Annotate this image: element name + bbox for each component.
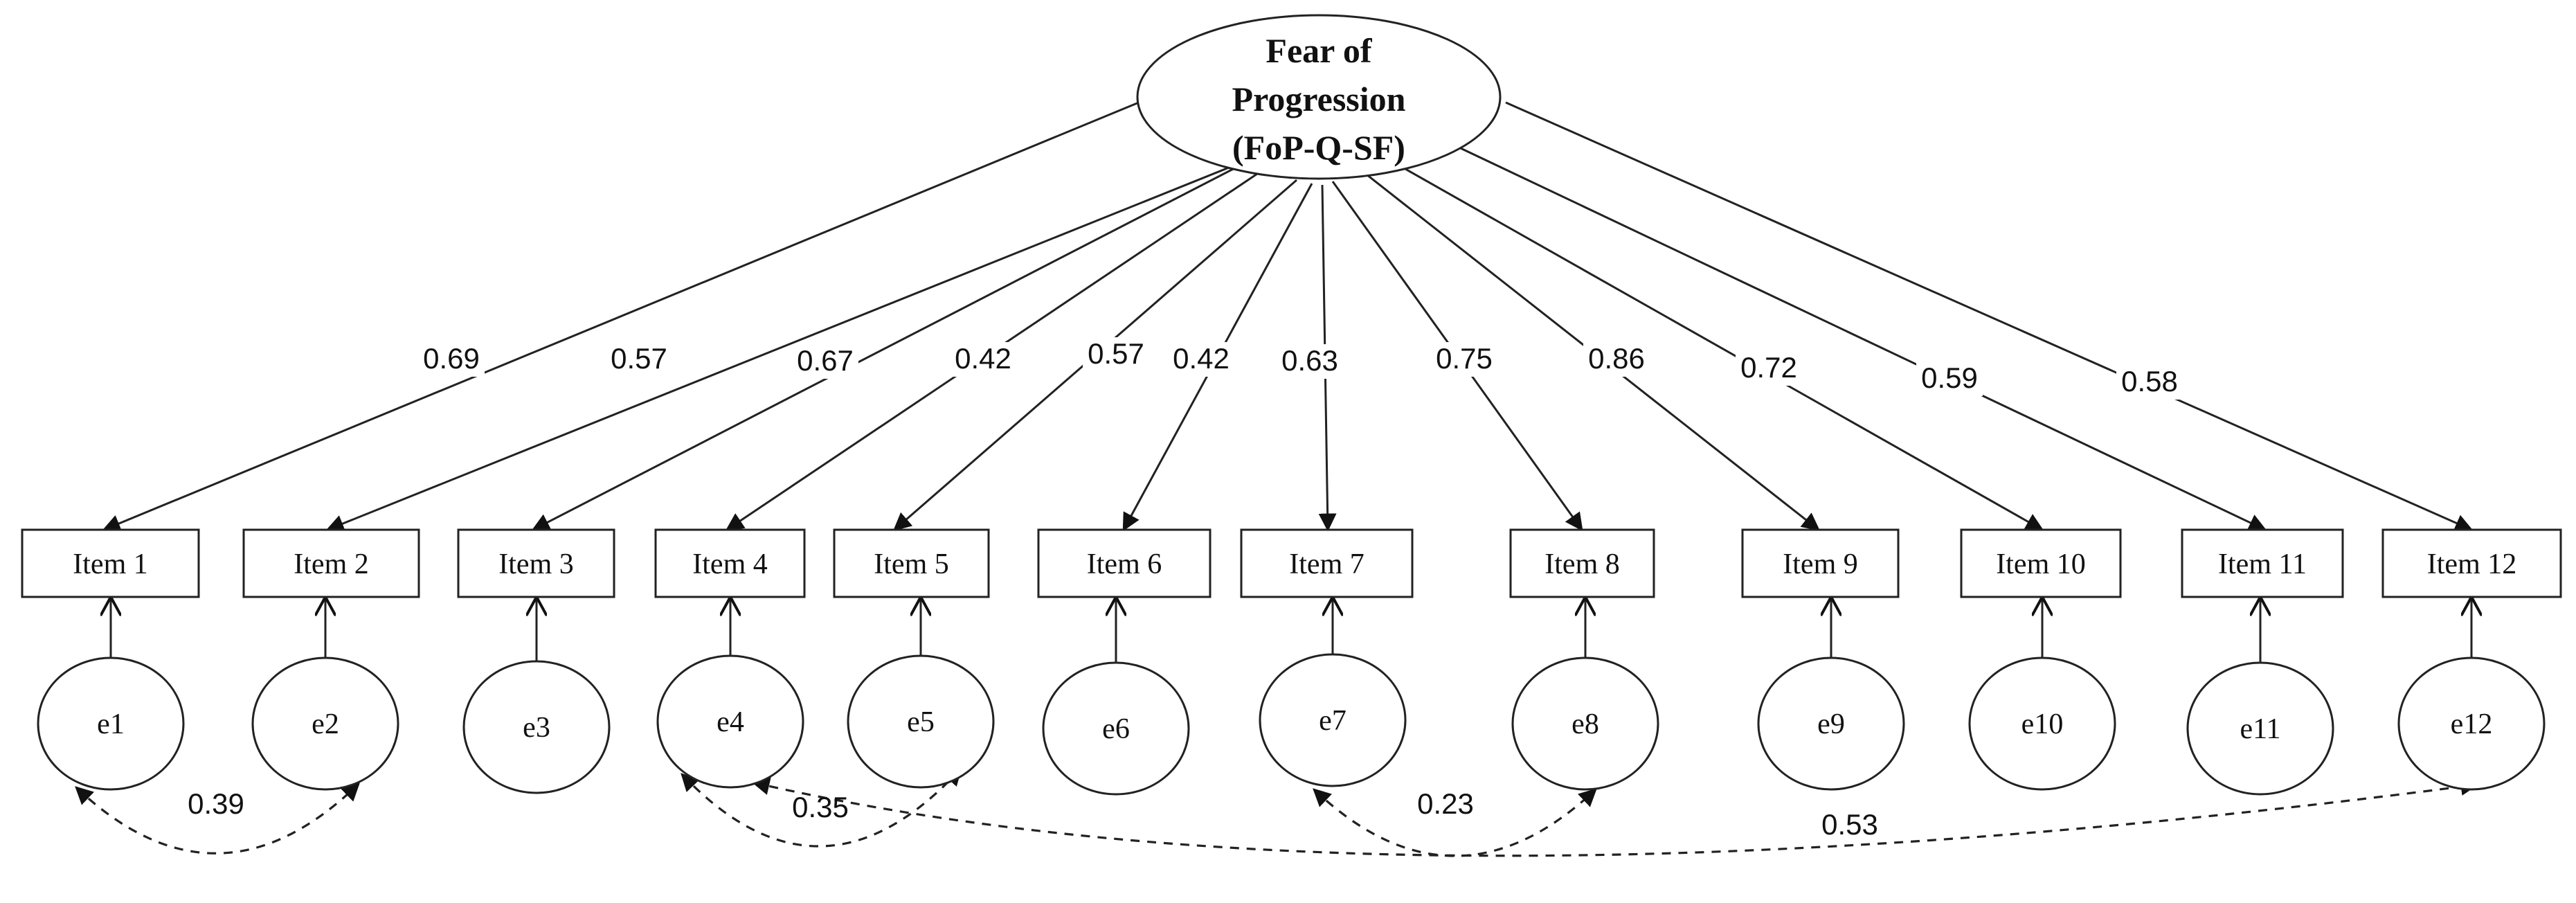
item-label-8: Item 8 xyxy=(1544,548,1619,580)
error-node-11 xyxy=(2186,661,2334,796)
item-label-3: Item 3 xyxy=(498,548,573,580)
loading-value-12: 0.58 xyxy=(2121,365,2178,397)
item-box-10 xyxy=(1960,528,2122,598)
error-node-12 xyxy=(2397,656,2546,791)
loading-value-8: 0.75 xyxy=(1436,342,1493,375)
item-box-11 xyxy=(2181,528,2344,598)
error-label-9: e9 xyxy=(1817,708,1845,740)
covariance-value-e4-e5: 0.35 xyxy=(792,791,849,823)
item-box-5 xyxy=(833,528,990,598)
item-box-3 xyxy=(457,528,615,598)
error-node-9 xyxy=(1757,656,1905,791)
loading-value-6: 0.42 xyxy=(1173,342,1230,375)
covariance-arc-e4-e5 xyxy=(681,767,962,848)
loading-label-bg-9 xyxy=(1583,342,1650,377)
error-node-4 xyxy=(656,654,804,789)
latent-label-line-2: Progression xyxy=(1232,80,1406,118)
latent-label-line-3: (FoP-Q-SF) xyxy=(1232,128,1405,167)
covariance-value-e7-e8: 0.23 xyxy=(1417,787,1474,820)
item-box-7 xyxy=(1240,528,1414,598)
loading-value-5: 0.57 xyxy=(1088,337,1144,370)
loading-path-1 xyxy=(102,101,1140,533)
loading-value-1: 0.69 xyxy=(423,342,480,375)
item-label-11: Item 11 xyxy=(2218,548,2307,580)
covariance-labels: 0.39 0.35 0.23 0.53 xyxy=(188,787,1878,841)
item-box-9 xyxy=(1741,528,1900,598)
item-box-8 xyxy=(1509,528,1655,598)
loading-label-bg-4 xyxy=(950,342,1016,377)
error-label-1: e1 xyxy=(97,708,125,740)
loading-value-3: 0.67 xyxy=(797,344,854,377)
loading-value-4: 0.42 xyxy=(955,342,1011,375)
error-label-7: e7 xyxy=(1319,705,1346,737)
loading-label-bg-7 xyxy=(1277,344,1343,379)
loading-label-bg-6 xyxy=(1168,342,1234,377)
error-node-6 xyxy=(1042,661,1190,796)
item-label-1: Item 1 xyxy=(73,548,147,580)
error-label-4: e4 xyxy=(717,706,744,738)
item-label-12: Item 12 xyxy=(2427,548,2516,580)
error-paths xyxy=(111,597,2471,663)
loading-label-bg-8 xyxy=(1431,342,1497,377)
item-label-9: Item 9 xyxy=(1783,548,1857,580)
loading-labels: 0.69 0.57 0.67 0.42 0.57 0.42 0.63 0.75 0.86 0.72… xyxy=(418,337,2183,400)
error-nodes: e1 e2 e3 e4 e5 e6 e7 e8 e9 e10 e11 e12 xyxy=(37,653,2546,796)
error-label-5: e5 xyxy=(907,706,935,738)
item-boxes: Item 1 Item 2 Item 3 Item 4 Item 5 Item 6 Item… xyxy=(21,528,2562,598)
loading-value-10: 0.72 xyxy=(1740,351,1797,384)
item-box-6 xyxy=(1037,528,1212,598)
loading-value-7: 0.63 xyxy=(1281,344,1338,377)
covariance-value-e4-e12: 0.53 xyxy=(1821,808,1878,841)
error-label-2: e2 xyxy=(312,708,339,740)
loading-label-bg-2 xyxy=(606,342,672,377)
latent-ellipse xyxy=(1136,14,1502,180)
loading-label-bg-10 xyxy=(1736,351,1802,386)
error-label-3: e3 xyxy=(523,712,550,744)
covariance-paths xyxy=(75,767,2479,857)
error-label-8: e8 xyxy=(1571,708,1599,740)
error-node-2 xyxy=(251,656,399,791)
loading-path-10 xyxy=(1384,156,2044,531)
error-node-5 xyxy=(847,654,995,789)
error-node-8 xyxy=(1511,656,1659,791)
latent-factor: Fear of Progression (FoP-Q-SF) xyxy=(1136,14,1502,180)
covariance-arc-e7-e8 xyxy=(1313,788,1597,857)
item-label-7: Item 7 xyxy=(1289,548,1364,580)
loading-label-bg-3 xyxy=(792,344,858,379)
item-box-1 xyxy=(21,528,200,598)
item-label-2: Item 2 xyxy=(294,548,368,580)
covariance-arc-e4-e12 xyxy=(751,777,2479,857)
item-box-12 xyxy=(2381,528,2562,598)
latent-label-line-1: Fear of xyxy=(1266,31,1373,70)
error-label-10: e10 xyxy=(2021,708,2064,740)
loading-value-9: 0.86 xyxy=(1588,342,1645,375)
error-label-6: e6 xyxy=(1102,713,1130,745)
error-label-12: e12 xyxy=(2451,708,2493,740)
loading-path-3 xyxy=(531,163,1243,531)
loading-path-12 xyxy=(1505,101,2474,532)
error-node-3 xyxy=(462,660,611,794)
loading-path-2 xyxy=(325,162,1240,533)
loading-label-bg-12 xyxy=(2116,365,2183,400)
item-label-4: Item 4 xyxy=(692,548,767,580)
error-node-1 xyxy=(37,656,185,791)
item-label-5: Item 5 xyxy=(874,548,948,580)
error-node-7 xyxy=(1259,653,1407,787)
loading-path-11 xyxy=(1450,142,2267,531)
item-label-6: Item 6 xyxy=(1087,548,1162,580)
loading-label-bg-5 xyxy=(1083,337,1149,372)
covariance-value-e1-e2: 0.39 xyxy=(188,787,244,820)
loading-value-2: 0.57 xyxy=(611,342,667,375)
loading-label-bg-1 xyxy=(418,342,485,377)
error-node-10 xyxy=(1968,656,2116,791)
item-label-10: Item 10 xyxy=(1996,548,2085,580)
error-label-11: e11 xyxy=(2240,713,2280,745)
loading-value-11: 0.59 xyxy=(1921,361,1978,394)
item-box-2 xyxy=(242,528,420,598)
item-box-4 xyxy=(654,528,806,598)
covariance-arc-e1-e2 xyxy=(75,783,360,855)
loading-label-bg-11 xyxy=(1916,361,1983,396)
